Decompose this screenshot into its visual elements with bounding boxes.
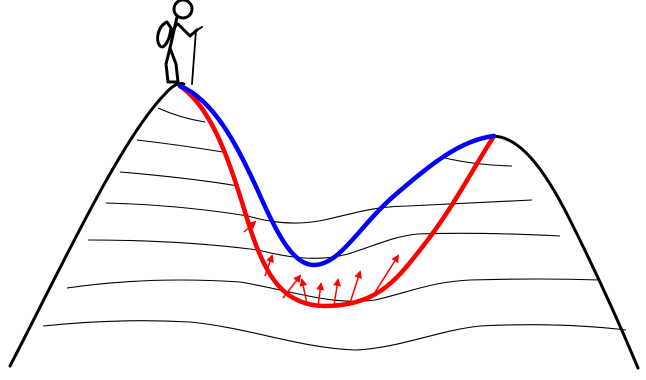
hiker-leg-right — [168, 46, 180, 84]
hiker-head — [172, 0, 194, 20]
hiker-leg-left — [164, 46, 172, 84]
arrow — [371, 254, 400, 298]
arrow — [243, 220, 257, 233]
contour-line — [136, 139, 224, 153]
direct-descent-path — [177, 83, 497, 268]
deeper-descent-path — [177, 83, 497, 309]
arrow — [299, 278, 308, 305]
hiker-pole — [191, 29, 197, 85]
contour-line — [66, 278, 601, 302]
hiker-strap — [196, 26, 203, 31]
hiker-backpack — [156, 20, 173, 49]
upward-arrows — [243, 220, 400, 307]
contour-lines — [42, 107, 627, 351]
arrow — [264, 254, 274, 277]
arrow — [349, 270, 362, 304]
contour-line — [105, 199, 533, 224]
contour-line — [119, 171, 239, 187]
arrow — [282, 274, 302, 299]
contour-line — [87, 232, 561, 259]
arrow — [316, 282, 325, 307]
contour-line — [157, 107, 206, 123]
hiker-with-backpack-icon — [156, 0, 203, 85]
mountain-right-slope — [490, 134, 640, 370]
two-peak-mountain — [8, 82, 186, 368]
hiker-arm-front — [176, 22, 199, 38]
arrow — [333, 278, 342, 306]
contour-line — [42, 320, 627, 351]
